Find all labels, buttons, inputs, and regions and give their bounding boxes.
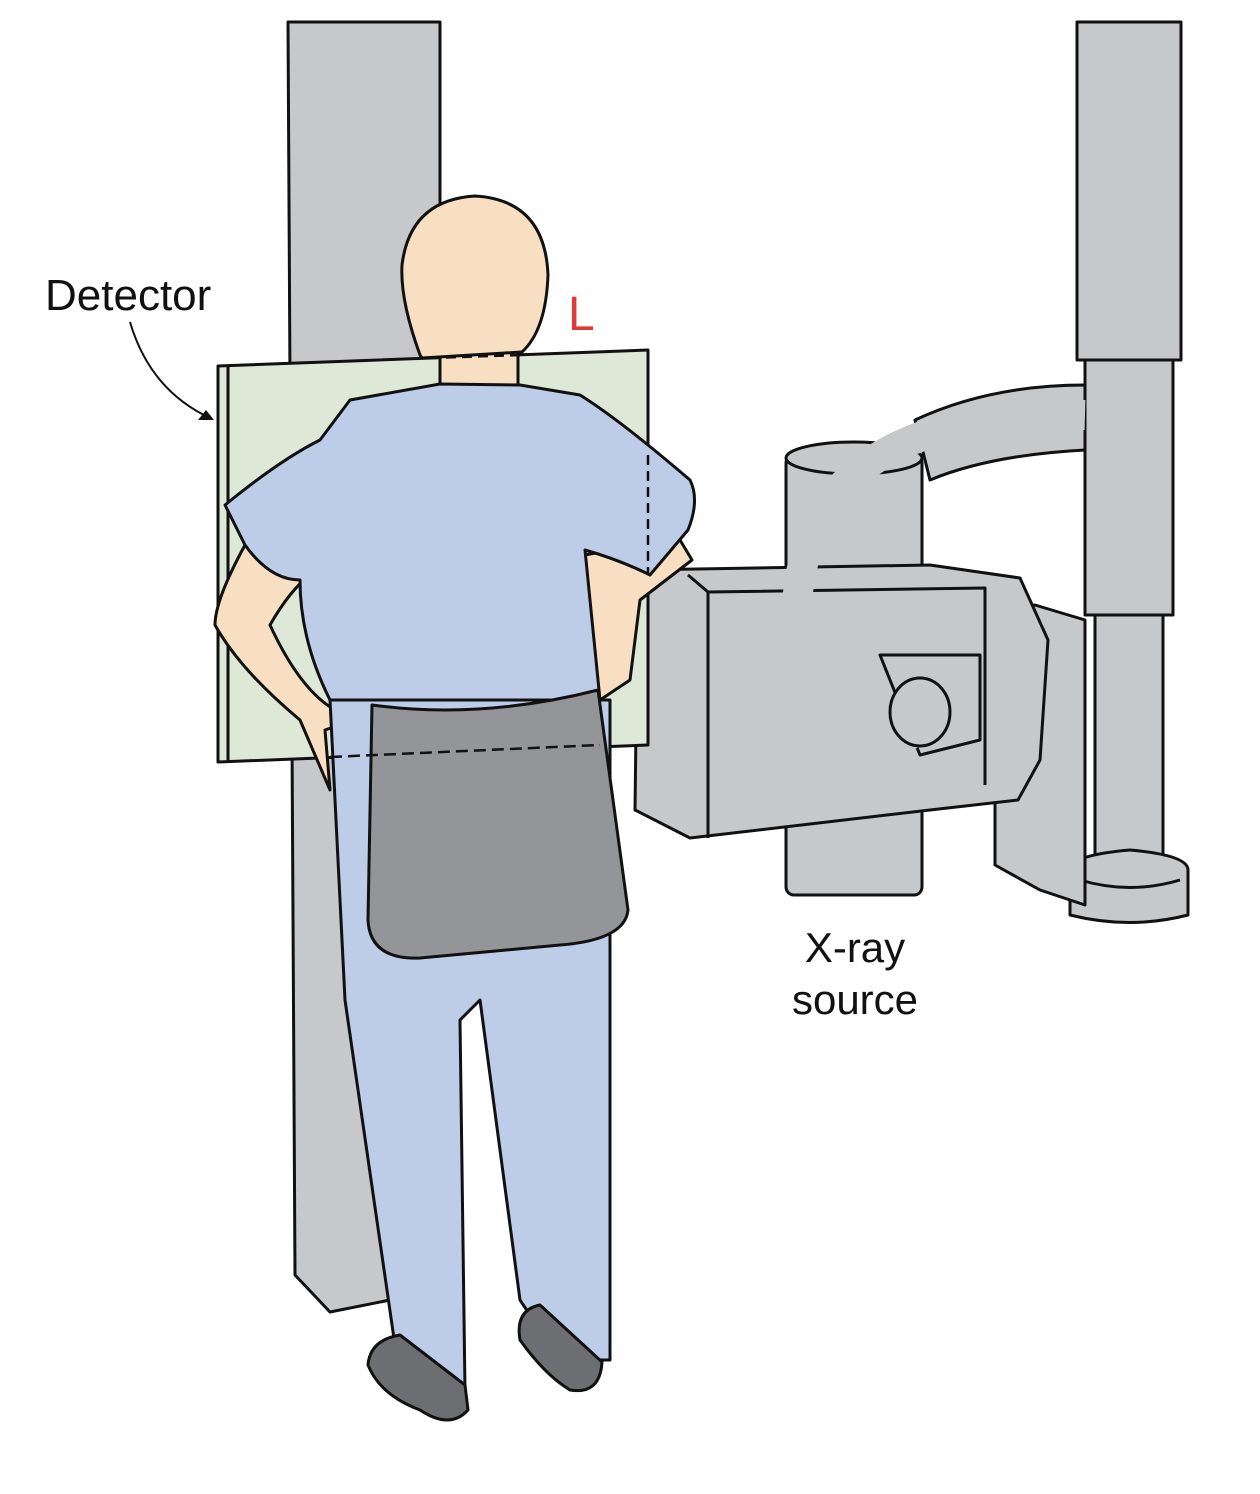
- detector-pointer-arrow: [129, 321, 214, 420]
- patient-gown: [223, 382, 696, 702]
- lead-apron: [329, 688, 630, 960]
- xray-source-label-line2: source: [792, 976, 918, 1023]
- xray-source: [633, 399, 1086, 897]
- patient-head: [400, 194, 550, 402]
- patient-shoes: [366, 1303, 604, 1422]
- xray-source-label-line1: X-ray: [805, 924, 905, 971]
- ceiling-column: [1068, 20, 1190, 924]
- side-marker-label: L: [568, 288, 595, 341]
- detector-label: Detector: [45, 271, 211, 320]
